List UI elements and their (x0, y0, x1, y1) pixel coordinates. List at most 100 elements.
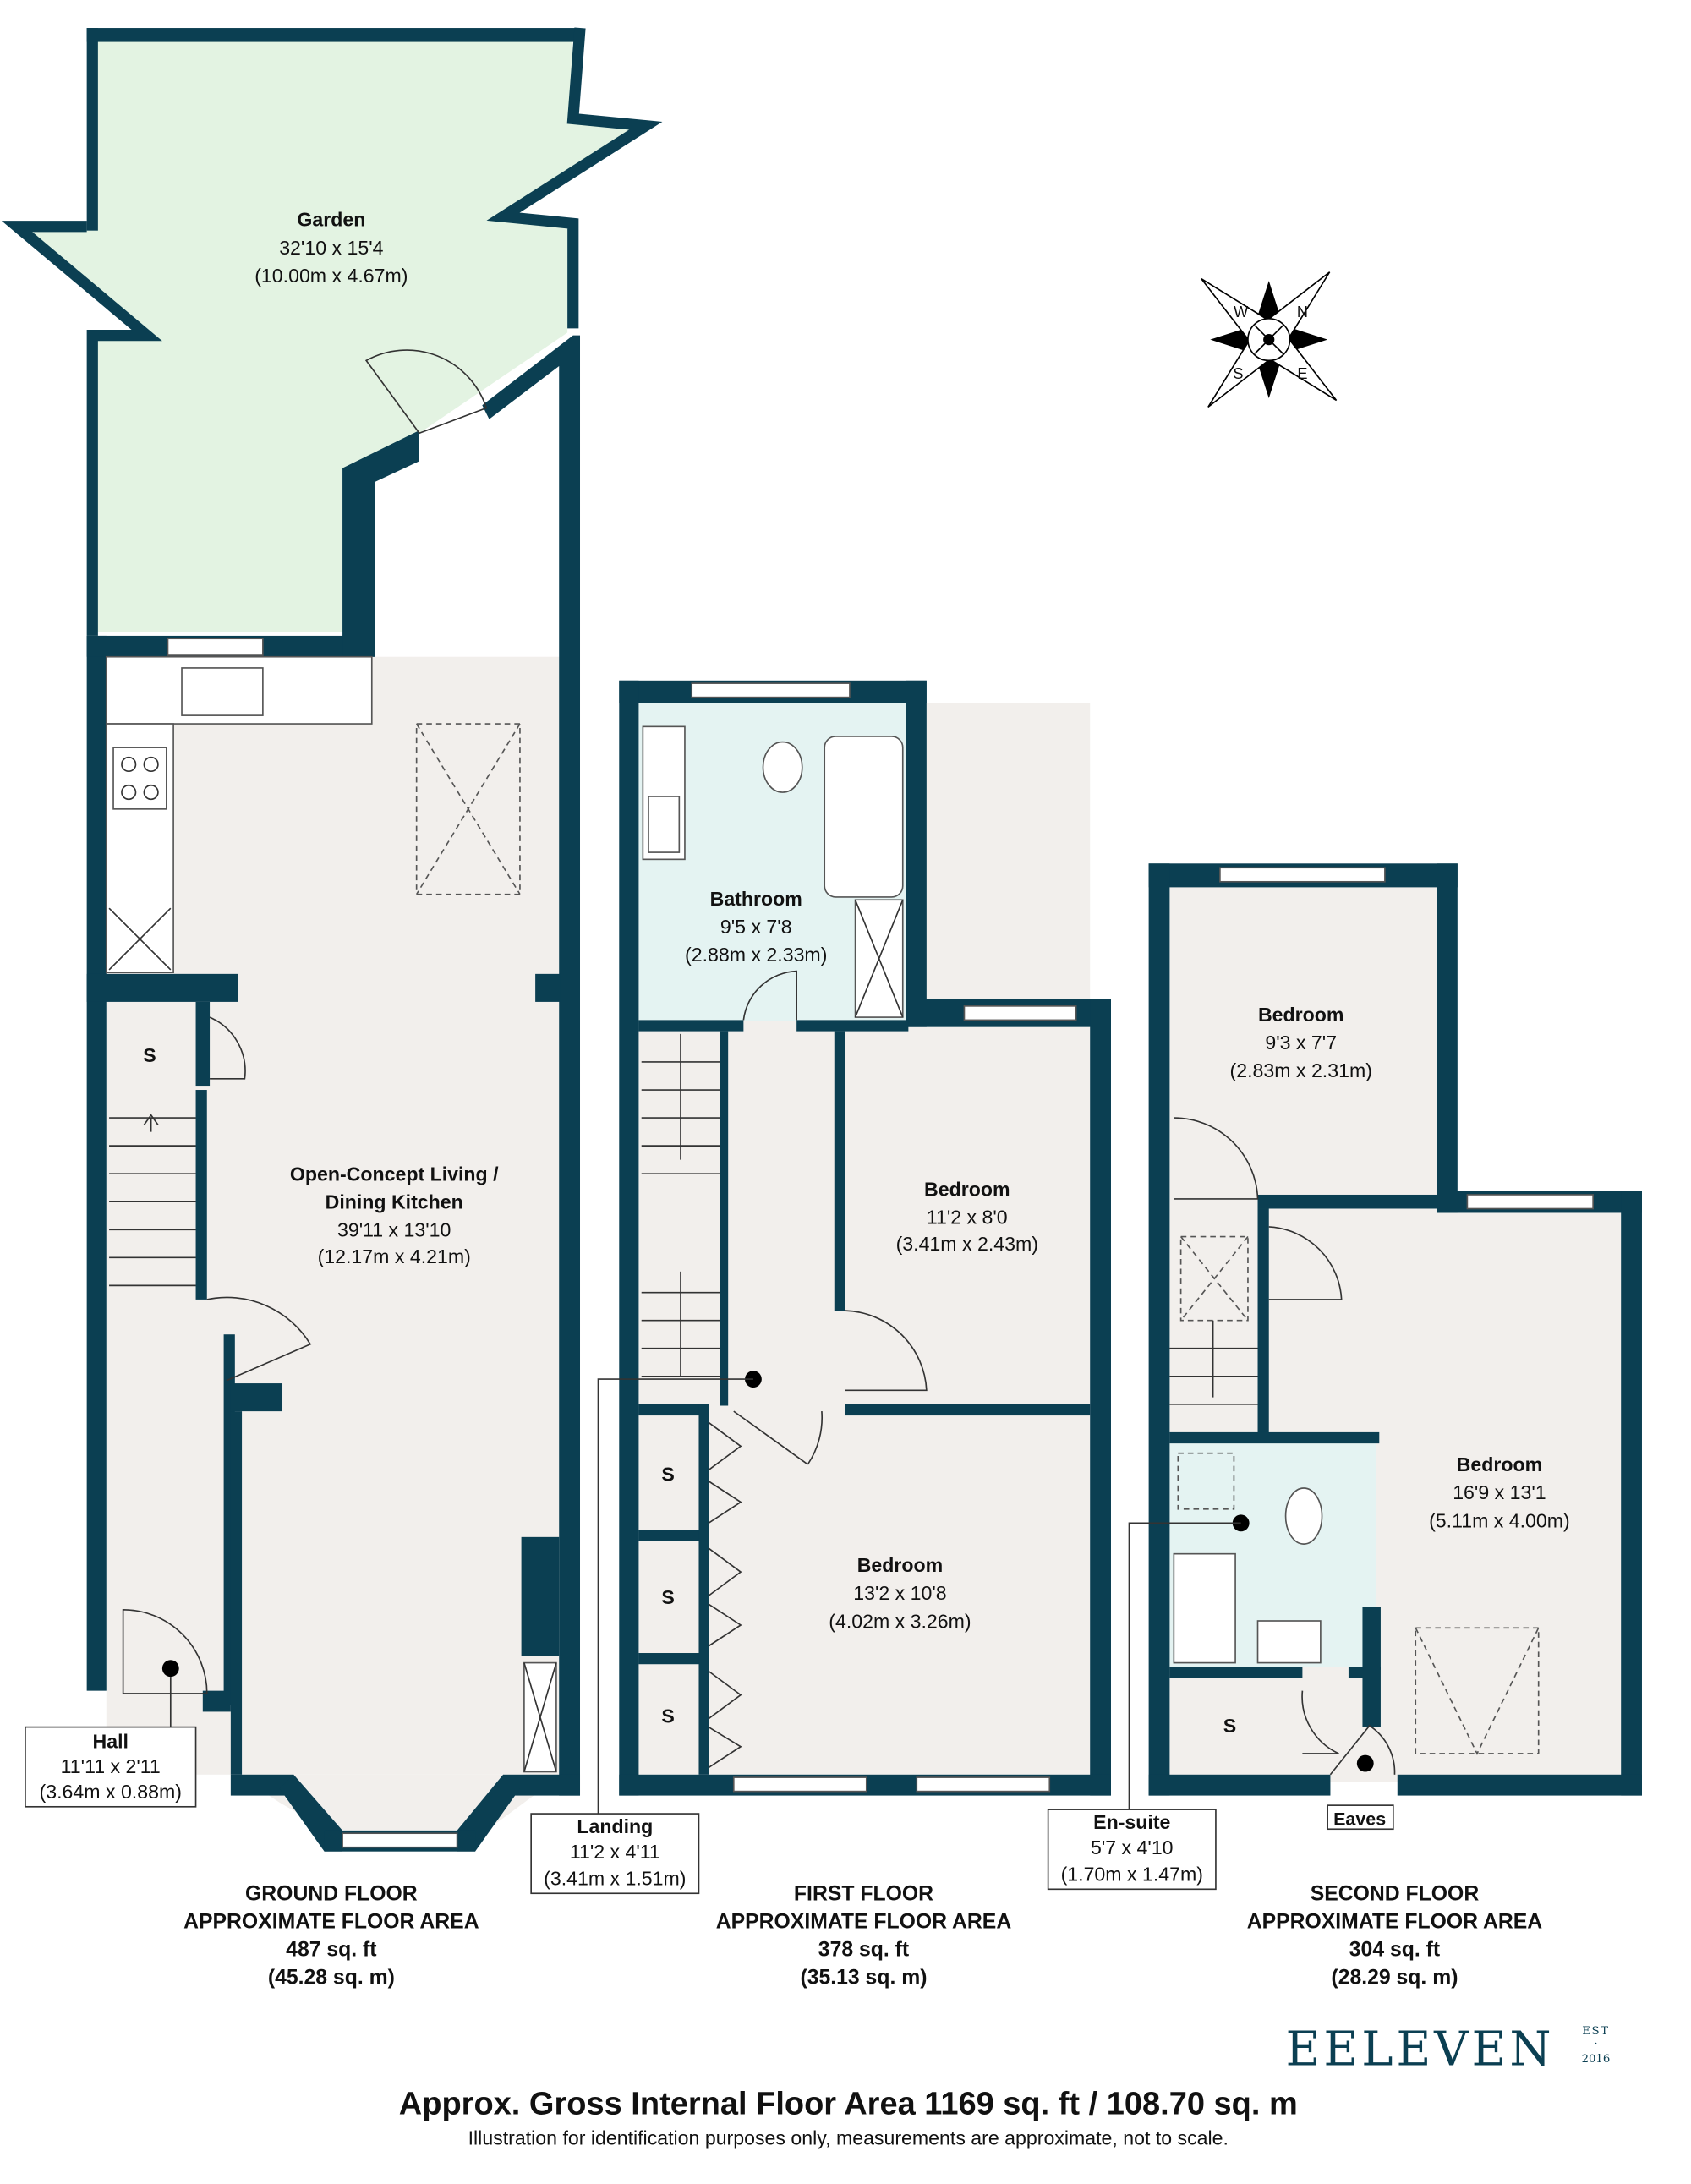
room-name: Bedroom (924, 1179, 1010, 1201)
wall (86, 28, 581, 42)
door (1174, 1117, 1259, 1200)
chimney-breast (521, 1536, 560, 1656)
front-door (122, 1608, 208, 1694)
storage-label: S (661, 1464, 674, 1486)
floor-area-sqm: (45.28 sq. m) (268, 1967, 395, 1990)
compass-south: S (1233, 365, 1243, 382)
room-dimensions: 11'11 x 2'11 (61, 1755, 161, 1777)
wall (1621, 1191, 1642, 1796)
appliance-icon (108, 907, 172, 971)
wardrobe-door (708, 1670, 742, 1769)
room-dimensions: 9'3 x 7'7 (1265, 1032, 1337, 1054)
room-dimensions: 13'2 x 10'8 (853, 1582, 946, 1604)
room-dimensions-metric: (4.02m x 3.26m) (829, 1610, 971, 1632)
door (1301, 1690, 1339, 1754)
storage-label: S (143, 1044, 156, 1066)
logo-est: EST (1582, 2025, 1609, 2038)
stairs-icon (641, 1033, 720, 1377)
wall (486, 27, 663, 329)
compass-west: W (1234, 304, 1249, 320)
compass-north: N (1297, 304, 1308, 320)
wall (1437, 863, 1458, 1213)
ground-floor-plan: Garden 32'10 x 15'4 (10.00m x 4.67m) Ope… (1, 27, 663, 1852)
floor-subtitle: APPROXIMATE FLOOR AREA (183, 1911, 479, 1934)
wall (195, 1001, 211, 1087)
wall (1362, 1678, 1381, 1727)
wall (86, 973, 238, 1002)
wall (796, 1020, 909, 1032)
first-floor-plan: Bathroom 9'5 x 7'8 (2.88m x 2.33m) Bedro… (530, 680, 1111, 1895)
window (167, 638, 264, 656)
wall (1397, 1774, 1642, 1796)
room-name: Bedroom (1457, 1453, 1543, 1475)
floor-area-sqft: 487 sq. ft (286, 1939, 376, 1962)
skylight (1177, 1452, 1235, 1510)
room-dimensions-metric: (1.70m x 1.47m) (1061, 1863, 1203, 1885)
window (1219, 867, 1386, 883)
eaves-marker-icon (1356, 1754, 1374, 1772)
window (963, 1005, 1077, 1021)
wall (342, 430, 419, 657)
wall (638, 1530, 709, 1541)
stairs-icon (109, 1114, 196, 1287)
stairs-icon (1169, 1320, 1258, 1405)
wall (1148, 1774, 1331, 1796)
room-dimensions: 32'10 x 15'4 (279, 237, 383, 259)
wardrobe-door (708, 1547, 742, 1647)
hall-label-box (25, 1726, 197, 1808)
first-floor-caption: FIRST FLOOR APPROXIMATE FLOOR AREA 378 s… (716, 1883, 1012, 1990)
room-dimensions: 11'2 x 8'0 (927, 1207, 1008, 1229)
window (1466, 1194, 1594, 1210)
room-name: En-suite (1093, 1811, 1170, 1833)
toilet-icon (762, 741, 803, 793)
room-name: Bathroom (710, 888, 802, 910)
wall (1090, 999, 1111, 1796)
floor-area-sqm: (35.13 sq. m) (800, 1967, 927, 1990)
second-floor-plan: Bedroom 9'3 x 7'7 (2.83m x 2.31m) Bedroo… (1047, 863, 1642, 1891)
garden-area (25, 36, 637, 632)
living-area (106, 656, 562, 1775)
compass-rose-icon: N E S W (1201, 271, 1338, 408)
room-dimensions-metric: (5.11m x 4.00m) (1429, 1509, 1570, 1531)
room-name: Garden (297, 209, 365, 231)
room-dimensions-metric: (10.00m x 4.67m) (254, 265, 408, 287)
door (209, 1016, 246, 1080)
wall (1362, 1607, 1381, 1670)
room-dimensions-metric: (12.17m x 4.21m) (318, 1245, 471, 1267)
second-floor-area (1437, 1212, 1622, 1782)
wall (834, 1031, 846, 1311)
wall (698, 1404, 709, 1775)
second-floor-caption: SECOND FLOOR APPROXIMATE FLOOR AREA 304 … (1247, 1883, 1543, 1990)
room-dimensions-metric: (2.83m x 2.31m) (1230, 1059, 1372, 1081)
bath-icon (824, 736, 904, 898)
wall (482, 335, 581, 1796)
wall (230, 1411, 243, 1775)
wall (1257, 1208, 1269, 1440)
entrance-marker-icon (161, 1660, 179, 1678)
disclaimer: Illustration for identification purposes… (468, 2127, 1229, 2149)
wall (846, 1404, 1091, 1416)
room-name: Bedroom (1258, 1004, 1344, 1026)
wall (1348, 1667, 1381, 1678)
total-floor-area: Approx. Gross Internal Floor Area 1169 s… (399, 2086, 1298, 2121)
wall (906, 680, 927, 1027)
logo-dot: · (1594, 2038, 1597, 2050)
door (206, 1296, 312, 1382)
hob-icon (112, 747, 167, 810)
floor-title: FIRST FLOOR (794, 1883, 933, 1906)
shower-icon (1173, 1552, 1236, 1664)
room-dimensions: 16'9 x 13'1 (1453, 1481, 1546, 1503)
room-name: Bedroom (857, 1554, 944, 1576)
sink-icon (181, 667, 264, 716)
skylight (1415, 1627, 1540, 1754)
room-dimensions-metric: (3.41m x 1.51m) (544, 1867, 686, 1889)
wall (619, 680, 639, 1796)
logo-wordmark: EELEVEN (1286, 2023, 1551, 2077)
wall (1257, 1194, 1437, 1209)
wall (1169, 1431, 1380, 1444)
room-dimensions-metric: (3.64m x 0.88m) (40, 1781, 182, 1803)
wall (638, 1404, 709, 1416)
floor-subtitle: APPROXIMATE FLOOR AREA (1247, 1911, 1543, 1934)
wall (638, 1653, 709, 1665)
